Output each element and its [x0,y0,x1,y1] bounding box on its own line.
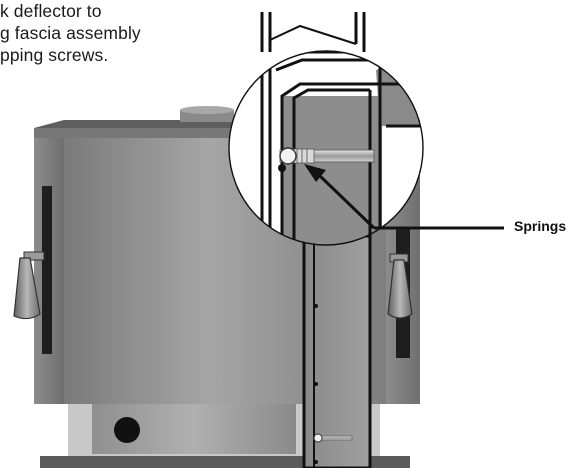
ash-pan-knob [114,417,140,443]
caption-line: g fascia assembly [0,23,141,43]
caption-line: pping screws. [0,45,109,65]
lower-spring-rod [313,433,353,443]
instruction-caption: k deflector to g fascia assembly pping s… [0,0,200,66]
fascia-screw-hole [314,460,318,464]
flue-collar [180,106,234,122]
left-door-handle [13,251,45,320]
stove-left-side [34,138,64,404]
fascia-screw-hole [314,304,318,308]
magnified-detail [228,12,424,246]
fascia-assembly [302,234,372,468]
fascia-screw-hole [314,382,318,386]
springs-leader-arrow [304,164,504,230]
caption-line: k deflector to [0,1,102,21]
springs-label: Springs [514,218,567,234]
right-door-handle [387,253,413,319]
